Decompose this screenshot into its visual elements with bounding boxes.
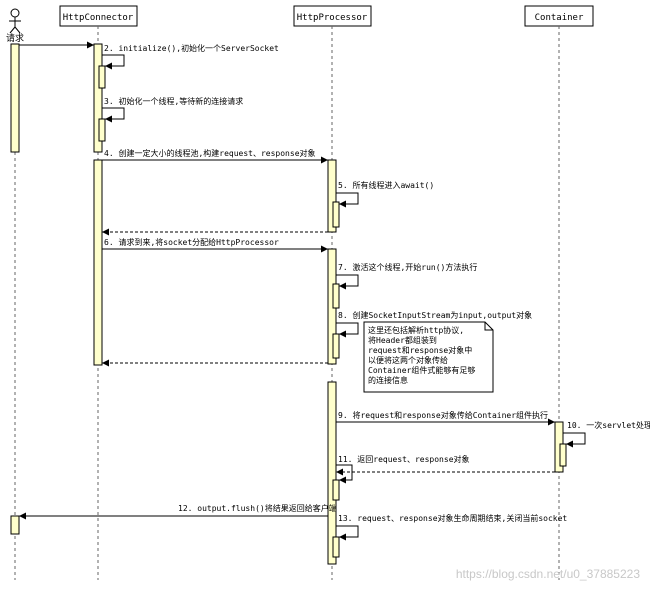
- participant-container: Container: [524, 5, 594, 27]
- note-line-1: 将Header都组装到: [368, 335, 437, 345]
- message-label-4: 4. 创建一定大小的线程池,构建request、response对象: [104, 148, 316, 158]
- note-line-3: 以便将这两个对象传给: [368, 355, 448, 365]
- messages: [19, 41, 586, 541]
- participant-label: Container: [535, 13, 584, 23]
- participant-label: HttpConnector: [63, 13, 134, 23]
- activation-bars: [10, 43, 567, 565]
- note-line-2: request和response对象中: [368, 345, 472, 355]
- participant-label: HttpProcessor: [297, 13, 368, 23]
- message-label-13: 13. request、response对象生命周期结束,关闭当前socket: [338, 513, 567, 523]
- message-arrow-3: [102, 107, 125, 123]
- message-label-3: 3. 初始化一个线程,等待新的连接请求: [104, 96, 243, 106]
- message-arrow-8: [336, 322, 359, 338]
- message-label-9: 9. 将request和response对象传给Container组件执行: [338, 410, 548, 420]
- message-arrow-10: [563, 432, 586, 448]
- participant-http-connector: HttpConnector: [59, 5, 138, 27]
- message-arrow-5: [336, 192, 359, 208]
- message-label-11: 11. 返回request、response对象: [338, 454, 470, 464]
- message-label-8: 8. 创建SocketInputStream为input,output对象: [338, 310, 532, 320]
- actor-label: 请求: [6, 32, 24, 44]
- participant-http-processor: HttpProcessor: [293, 5, 372, 27]
- note: 这里还包括解析http协议, 将Header都组装到 request和respo…: [363, 321, 494, 393]
- watermark: https://blog.csdn.net/u0_37885223: [456, 567, 640, 581]
- note-line-4: Container组件式能够有足够: [368, 365, 475, 375]
- note-line-0: 这里还包括解析http协议,: [368, 325, 464, 335]
- message-arrow-13: [336, 525, 359, 541]
- message-label-7: 7. 激活这个线程,开始run()方法执行: [338, 262, 477, 272]
- note-line-5: 的连接信息: [368, 375, 408, 385]
- message-arrow-7: [336, 274, 359, 290]
- message-arrow-11-self: [336, 464, 353, 484]
- message-arrow-2: [102, 54, 125, 70]
- message-label-5: 5. 所有线程进入await(): [338, 180, 434, 190]
- message-label-6: 6. 请求到来,将socket分配给HttpProcessor: [104, 237, 279, 247]
- message-label-12: 12. output.flush()将结果返回给客户端: [178, 503, 337, 513]
- actor-request: 请求: [6, 8, 24, 44]
- message-labels: 2. initialize(),初始化一个ServerSocket 3. 初始化…: [104, 43, 650, 523]
- message-label-2: 2. initialize(),初始化一个ServerSocket: [104, 43, 279, 53]
- message-label-10: 10. 一次servlet处理: [567, 420, 650, 430]
